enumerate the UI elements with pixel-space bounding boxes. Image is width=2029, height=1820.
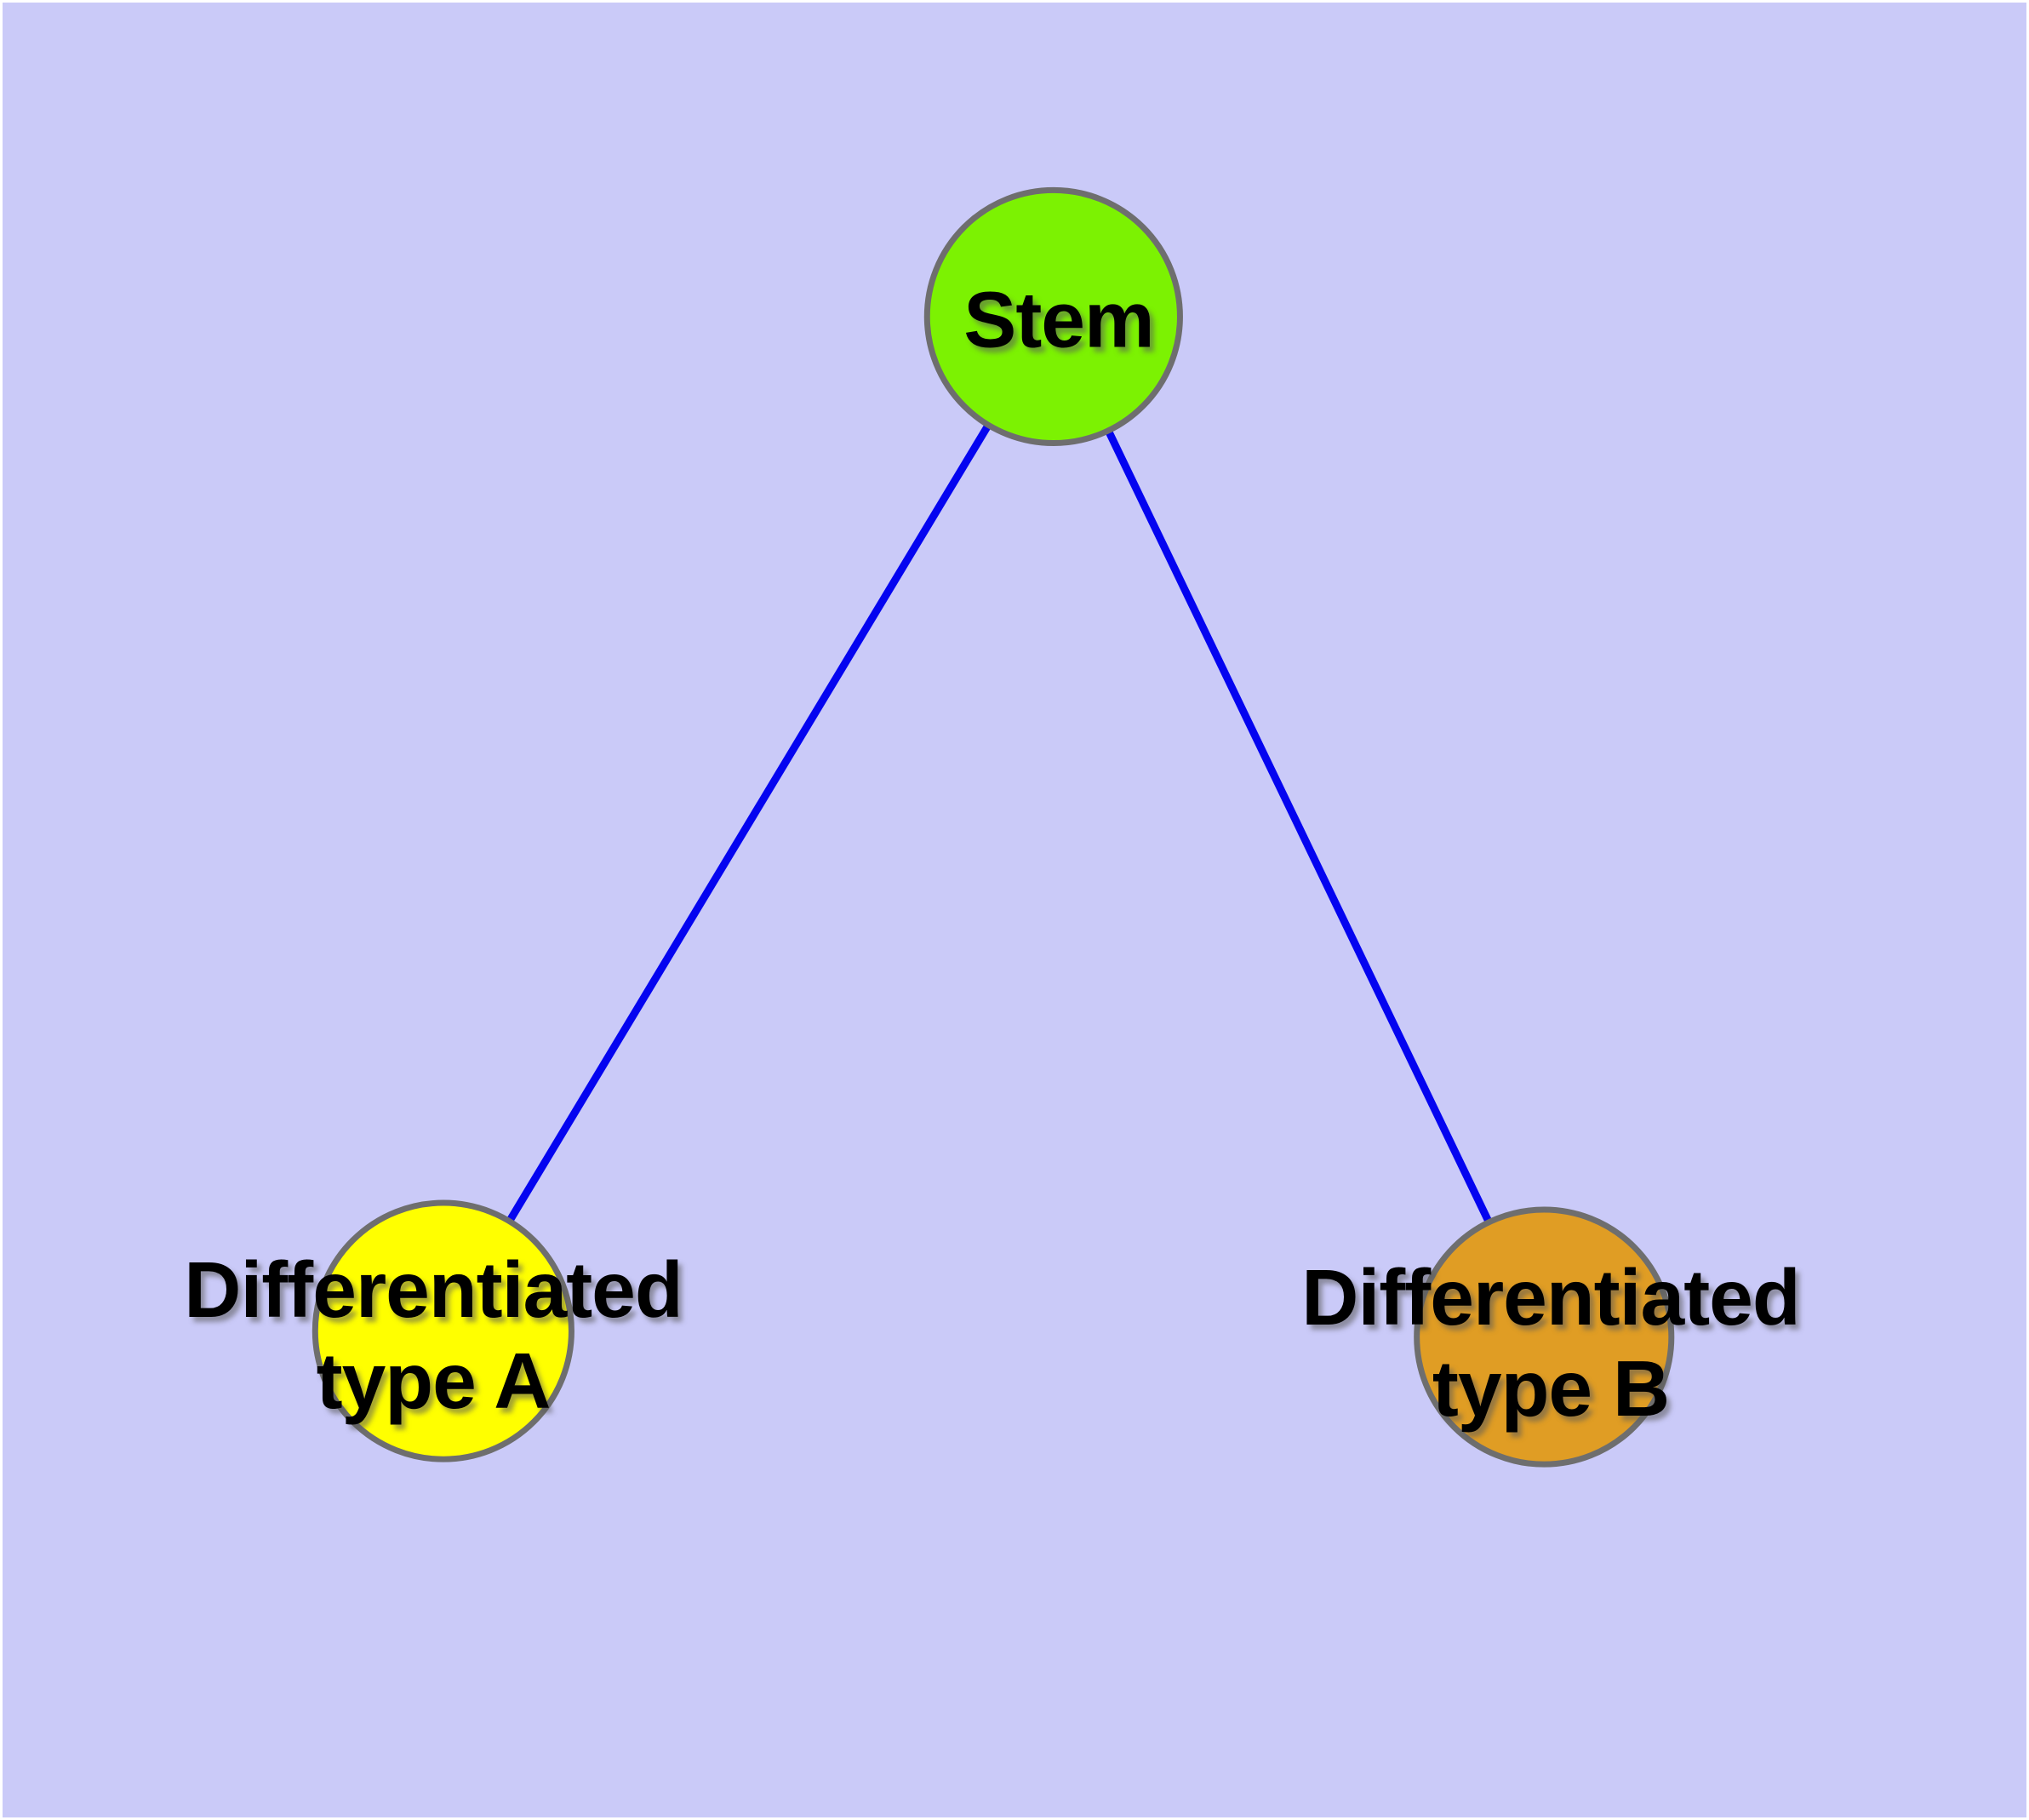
node-differentiated-type-b-circle bbox=[1414, 1206, 1675, 1468]
graph-svg bbox=[311, 186, 1675, 1468]
edge-stem-to-type-b bbox=[1049, 315, 1548, 1339]
node-stem-circle bbox=[923, 186, 1183, 447]
edge-stem-to-type-a bbox=[440, 314, 1057, 1333]
node-differentiated-type-a-circle bbox=[311, 1199, 574, 1462]
